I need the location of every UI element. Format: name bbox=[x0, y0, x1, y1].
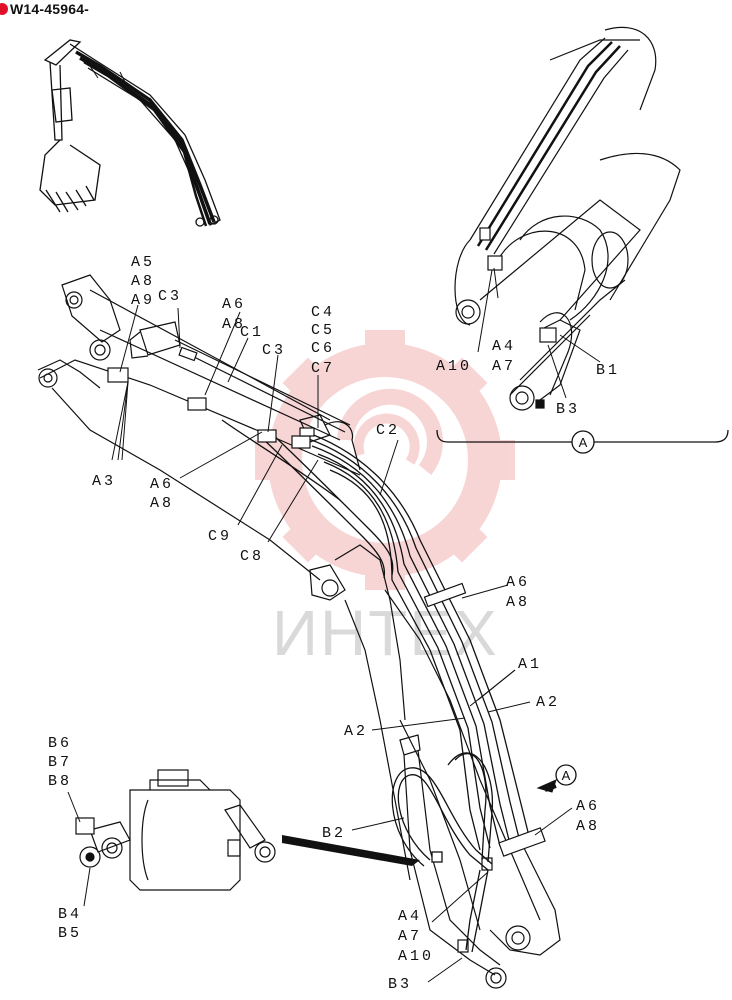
label-a1: A1 bbox=[518, 656, 542, 673]
label-b3-detail: B3 bbox=[556, 401, 580, 418]
arm-assembly bbox=[37, 274, 561, 989]
label-c5: C5 bbox=[311, 322, 335, 339]
label-c4: C4 bbox=[311, 304, 335, 321]
label-a8-mid: A8 bbox=[150, 495, 174, 512]
label-a2-left: A2 bbox=[344, 723, 368, 740]
label-c3-top: C3 bbox=[158, 288, 182, 305]
label-b1: B1 bbox=[596, 362, 620, 379]
detail-a-view bbox=[454, 26, 681, 411]
label-a8-top: A8 bbox=[131, 273, 155, 290]
part-number: W14-45964- bbox=[10, 1, 90, 17]
label-c9: C9 bbox=[208, 528, 232, 545]
label-c3-mid: C3 bbox=[262, 342, 286, 359]
overview-excavator bbox=[39, 39, 221, 227]
label-a6-low: A6 bbox=[576, 798, 600, 815]
part-labels: A5 A8 A9 C3 A6 A8 C1 C3 C4 C5 C6 C7 C2 A… bbox=[48, 254, 620, 993]
detail-a-letter: A bbox=[579, 435, 588, 450]
hose-clamps bbox=[107, 346, 546, 953]
label-b2: B2 bbox=[322, 825, 346, 842]
hose-bundle-boom bbox=[221, 419, 531, 851]
label-a8-boom: A8 bbox=[506, 594, 530, 611]
label-b3-low: B3 bbox=[388, 976, 412, 993]
label-c6: C6 bbox=[311, 340, 335, 357]
label-c1: C1 bbox=[240, 324, 264, 341]
label-a8-low: A8 bbox=[576, 818, 600, 835]
view-a-marker-boom bbox=[555, 764, 577, 786]
label-a3: A3 bbox=[92, 473, 116, 490]
label-a8-top2: A8 bbox=[222, 316, 246, 333]
label-a10-detail: A10 bbox=[436, 358, 472, 375]
watermark-gear-icon bbox=[255, 330, 515, 590]
label-a6-mid: A6 bbox=[150, 476, 174, 493]
label-a10-low: A10 bbox=[398, 948, 434, 965]
label-a7-detail: A7 bbox=[492, 358, 516, 375]
view-a-letter-boom: A bbox=[562, 768, 571, 783]
label-c8: C8 bbox=[240, 548, 264, 565]
label-b4: B4 bbox=[58, 906, 82, 923]
label-b8: B8 bbox=[48, 773, 72, 790]
label-b6: B6 bbox=[48, 735, 72, 752]
label-a4-detail: A4 bbox=[492, 338, 516, 355]
detail-b-view bbox=[75, 769, 276, 891]
detail-a-marker bbox=[571, 430, 595, 454]
label-a6-top: A6 bbox=[222, 296, 246, 313]
label-c2: C2 bbox=[376, 422, 400, 439]
watermark-text: ИНТЕХ bbox=[272, 597, 499, 669]
boom-cylinder-hoses bbox=[391, 752, 494, 953]
label-b5: B5 bbox=[58, 925, 82, 942]
label-a5: A5 bbox=[131, 254, 155, 271]
label-a6-boom: A6 bbox=[506, 574, 530, 591]
label-b7: B7 bbox=[48, 754, 72, 771]
header: W14-45964- bbox=[0, 0, 89, 18]
detail-b-pointer-icon bbox=[282, 835, 420, 866]
label-a4-low: A4 bbox=[398, 908, 422, 925]
leader-lines bbox=[67, 267, 601, 983]
label-c7: C7 bbox=[311, 360, 335, 377]
header-dot-icon bbox=[0, 3, 8, 15]
label-a2-right: A2 bbox=[536, 694, 560, 711]
label-a9: A9 bbox=[131, 292, 155, 309]
label-a7-low: A7 bbox=[398, 928, 422, 945]
